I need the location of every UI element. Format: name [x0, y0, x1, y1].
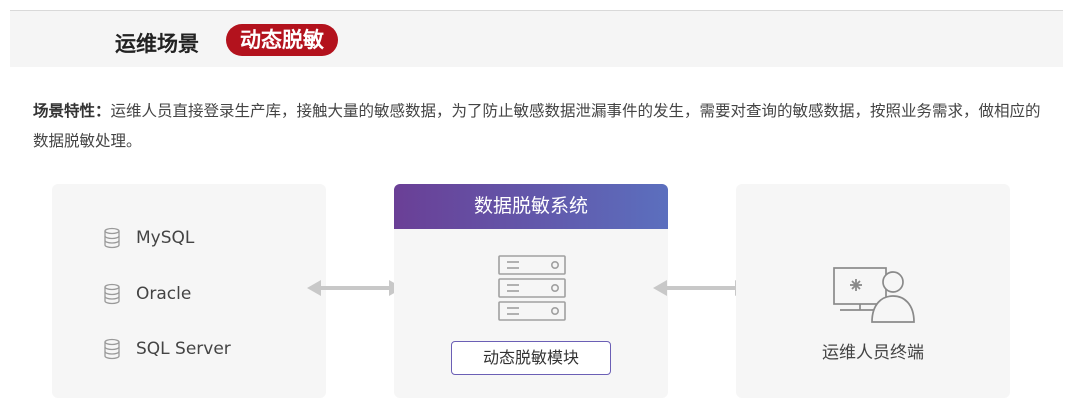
database-item-mysql: MySQL: [102, 224, 194, 252]
top-divider: [10, 10, 1063, 11]
database-icon: [104, 227, 120, 249]
description-text: 运维人员直接登录生产库，接触大量的敏感数据，为了防止敏感数据泄漏事件的发生，需要…: [33, 102, 1041, 150]
database-sources-panel: MySQL Oracle SQL Server: [52, 184, 326, 398]
database-label: Oracle: [136, 284, 192, 304]
database-icon: [104, 338, 120, 360]
server-rack-icon: [498, 255, 566, 321]
database-icon: [104, 283, 120, 305]
bidirectional-arrow-icon: [653, 280, 749, 296]
scenario-description: 场景特性：运维人员直接登录生产库，接触大量的敏感数据，为了防止敏感数据泄漏事件的…: [33, 96, 1048, 156]
operator-terminal-icon: [833, 267, 915, 323]
operator-terminal-panel: 运维人员终端: [736, 184, 1010, 398]
system-title: 数据脱敏系统: [394, 184, 668, 229]
bidirectional-arrow-icon: [307, 280, 403, 296]
scenario-title: 运维场景: [115, 32, 199, 56]
description-label: 场景特性：: [33, 102, 111, 120]
dynamic-masking-module: 动态脱敏模块: [451, 341, 611, 375]
masking-system-panel: 数据脱敏系统 动态脱敏模块: [394, 184, 668, 398]
terminal-label: 运维人员终端: [822, 343, 924, 363]
database-label: MySQL: [136, 228, 195, 248]
scenario-header: 运维场景 动态脱敏: [10, 11, 1063, 67]
database-item-sqlserver: SQL Server: [102, 335, 231, 363]
database-label: SQL Server: [136, 339, 231, 359]
database-item-oracle: Oracle: [102, 280, 191, 308]
scenario-badge: 动态脱敏: [226, 24, 338, 56]
